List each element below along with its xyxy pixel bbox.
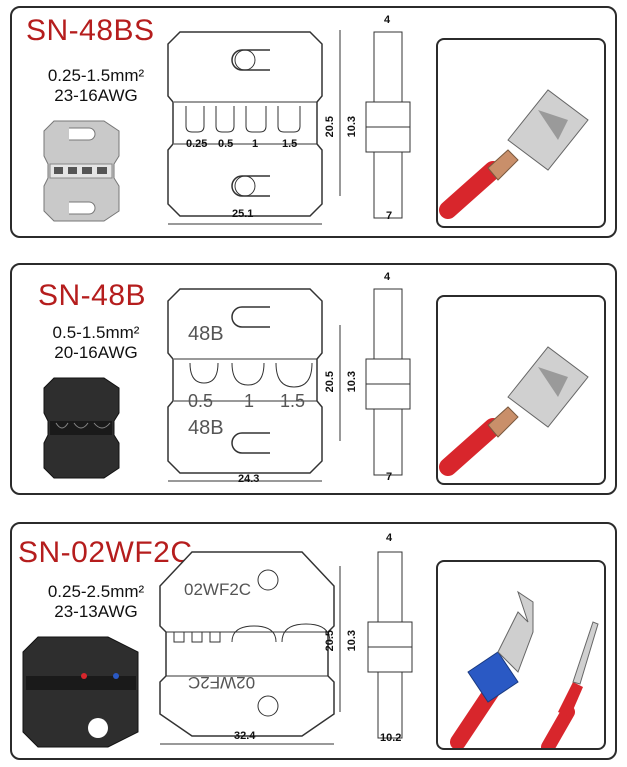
size-label-1: 0.5: [218, 138, 234, 150]
terminal-icon: [450, 590, 599, 748]
side-view: [365, 31, 411, 219]
terminal-photo: [436, 38, 606, 228]
size-label-2: 1: [252, 138, 259, 150]
terminal-icon: [439, 346, 589, 476]
side-view: [365, 288, 411, 476]
die-photo-icon: [43, 377, 120, 479]
size-label-1: 1: [244, 391, 255, 411]
size-label-3: 1.5: [282, 138, 298, 150]
range-mm: 0.25-1.5mm²: [47, 66, 145, 85]
model-title: SN-48B: [38, 279, 147, 312]
height-dim-line: [339, 325, 341, 441]
middle-dim: 10.3: [346, 116, 358, 138]
thickness-top: 4: [386, 532, 393, 544]
terminal-photo: [436, 560, 606, 750]
side-view: [367, 551, 413, 739]
thickness-top: 4: [384, 271, 391, 283]
width-dim: 24.3: [238, 473, 260, 485]
height-dim: 20.5: [324, 116, 336, 138]
terminal-photo: [436, 295, 606, 485]
bottom-dim: 10.2: [380, 732, 402, 744]
die-drawing: [159, 551, 335, 745]
height-dim: 20.5: [324, 630, 336, 652]
bottom-dim: 7: [386, 210, 393, 222]
size-label-2: 1.5: [280, 391, 306, 411]
size-label-0: 0.25: [186, 138, 208, 150]
middle-dim: 10.3: [346, 630, 358, 652]
height-dim: 20.5: [324, 371, 336, 393]
model-title: SN-48BS: [26, 14, 155, 47]
size-label-0: 0.5: [188, 391, 214, 411]
height-dim-line: [339, 30, 341, 196]
range-awg: 23-16AWG: [54, 86, 138, 105]
thickness-top: 4: [384, 14, 391, 26]
panel-sn-48bs: SN-48BS 0.25-1.5mm² 23-16AWG 0.25 0.5 1 …: [10, 6, 617, 238]
terminal-icon: [439, 89, 589, 219]
middle-dim: 10.3: [346, 371, 358, 393]
width-dim: 32.4: [234, 730, 256, 742]
width-dim: 25.1: [232, 208, 254, 220]
panel-sn-02wf2c: SN-02WF2C 0.25-2.5mm² 23-13AWG 02WF2C 02…: [10, 522, 617, 760]
range-mm: 0.25-2.5mm²: [47, 582, 145, 601]
die-photo-icon: [43, 120, 120, 222]
die-drawing: [167, 288, 323, 482]
die-photo-icon: [22, 636, 139, 748]
die-label-bottom: 48B: [188, 417, 224, 439]
height-dim-line: [339, 566, 341, 712]
range-mm: 0.5-1.5mm²: [52, 323, 140, 342]
range-awg: 23-13AWG: [54, 602, 138, 621]
die-label-top: 48B: [188, 323, 224, 345]
panel-sn-48b: SN-48B 0.5-1.5mm² 20-16AWG 48B 48B 0.5 1…: [10, 263, 617, 495]
die-label-top: 02WF2C: [184, 580, 252, 599]
range-awg: 20-16AWG: [54, 343, 138, 362]
die-drawing: [167, 31, 323, 225]
die-label-bottom: 02WF2C: [188, 673, 256, 692]
bottom-dim: 7: [386, 471, 393, 483]
model-title: SN-02WF2C: [18, 536, 193, 569]
